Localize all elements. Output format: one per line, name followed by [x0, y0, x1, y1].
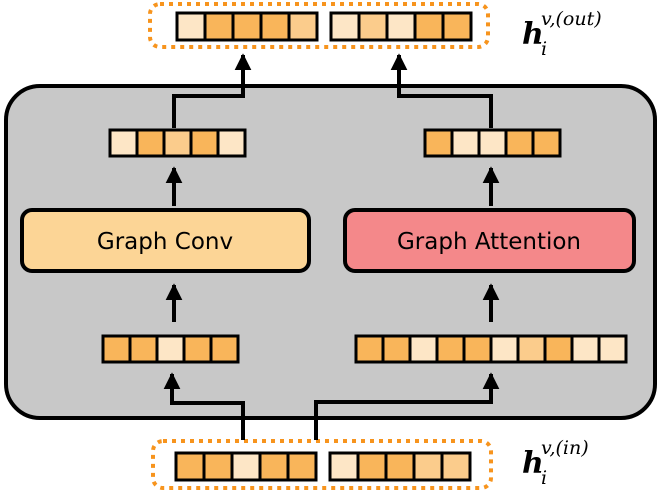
arrow-conv-to-output — [172, 53, 252, 128]
input-label-subscript: i — [541, 467, 547, 489]
vector-cell — [230, 451, 262, 482]
vector-cell — [354, 334, 385, 364]
vector-cell — [162, 128, 193, 158]
graph-conv-box — [20, 208, 311, 273]
input-math-label: h i v,(in) — [522, 437, 589, 489]
input-label-superscript: v,(in) — [541, 437, 589, 459]
vector-cell — [504, 128, 535, 158]
vector-cell — [101, 334, 132, 364]
vector-cell — [155, 334, 186, 364]
vector-cell — [489, 334, 520, 364]
vector-cell — [203, 11, 235, 42]
vector-cell — [450, 128, 481, 158]
arrow-input-to-attention — [314, 372, 500, 440]
vector-input-right — [328, 451, 472, 482]
input-vector-group — [151, 439, 493, 490]
vector-cell — [477, 128, 508, 158]
vector-conv-in — [101, 334, 240, 364]
vector-cell — [423, 128, 454, 158]
vector-cell — [381, 334, 412, 364]
vector-cell — [385, 11, 417, 42]
vector-input-left — [174, 451, 318, 482]
vector-cell — [287, 11, 319, 42]
vector-cell — [108, 128, 139, 158]
vector-cell — [209, 334, 240, 364]
vector-cell — [216, 128, 247, 158]
vector-cell — [286, 451, 318, 482]
vector-cell — [408, 334, 439, 364]
vector-cell — [412, 451, 444, 482]
vector-cell — [570, 334, 601, 364]
vector-cell — [356, 451, 388, 482]
vector-conv-out — [108, 128, 247, 158]
graph-attention-box — [343, 208, 636, 273]
vector-cell — [543, 334, 574, 364]
vector-cell — [329, 11, 361, 42]
vector-cell — [441, 11, 473, 42]
output-label-subscript: i — [541, 38, 547, 60]
vector-cell — [328, 451, 360, 482]
vector-output-right — [329, 11, 473, 42]
vector-output-left — [175, 11, 319, 42]
graph-conv-label: Graph Conv — [97, 229, 233, 255]
vector-cell — [440, 451, 472, 482]
vector-cell — [516, 334, 547, 364]
output-math-label: h i v,(out) — [522, 8, 602, 60]
vector-cell — [258, 451, 290, 482]
output-label-symbol: h — [522, 17, 544, 52]
vector-cell — [202, 451, 234, 482]
vector-cell — [413, 11, 445, 42]
vector-cell — [597, 334, 628, 364]
arrow-input-to-conv — [163, 372, 245, 440]
vector-cell — [128, 334, 159, 364]
vector-attn-out — [423, 128, 562, 158]
output-label-superscript: v,(out) — [541, 8, 602, 30]
vector-cell — [531, 128, 562, 158]
vector-cell — [175, 11, 207, 42]
vector-cell — [462, 334, 493, 364]
vector-cell — [174, 451, 206, 482]
vector-cell — [182, 334, 213, 364]
vector-cell — [189, 128, 220, 158]
connections — [163, 53, 500, 440]
arrow-attention-to-output — [390, 53, 493, 128]
output-vector-group — [148, 2, 490, 49]
vector-cell — [384, 451, 416, 482]
vector-cell — [135, 128, 166, 158]
vector-cell — [357, 11, 389, 42]
graph-attention-label: Graph Attention — [397, 229, 581, 255]
vector-cell — [435, 334, 466, 364]
input-label-symbol: h — [522, 446, 544, 481]
vector-cell — [259, 11, 291, 42]
vector-cell — [231, 11, 263, 42]
vector-attn-in — [354, 334, 628, 364]
